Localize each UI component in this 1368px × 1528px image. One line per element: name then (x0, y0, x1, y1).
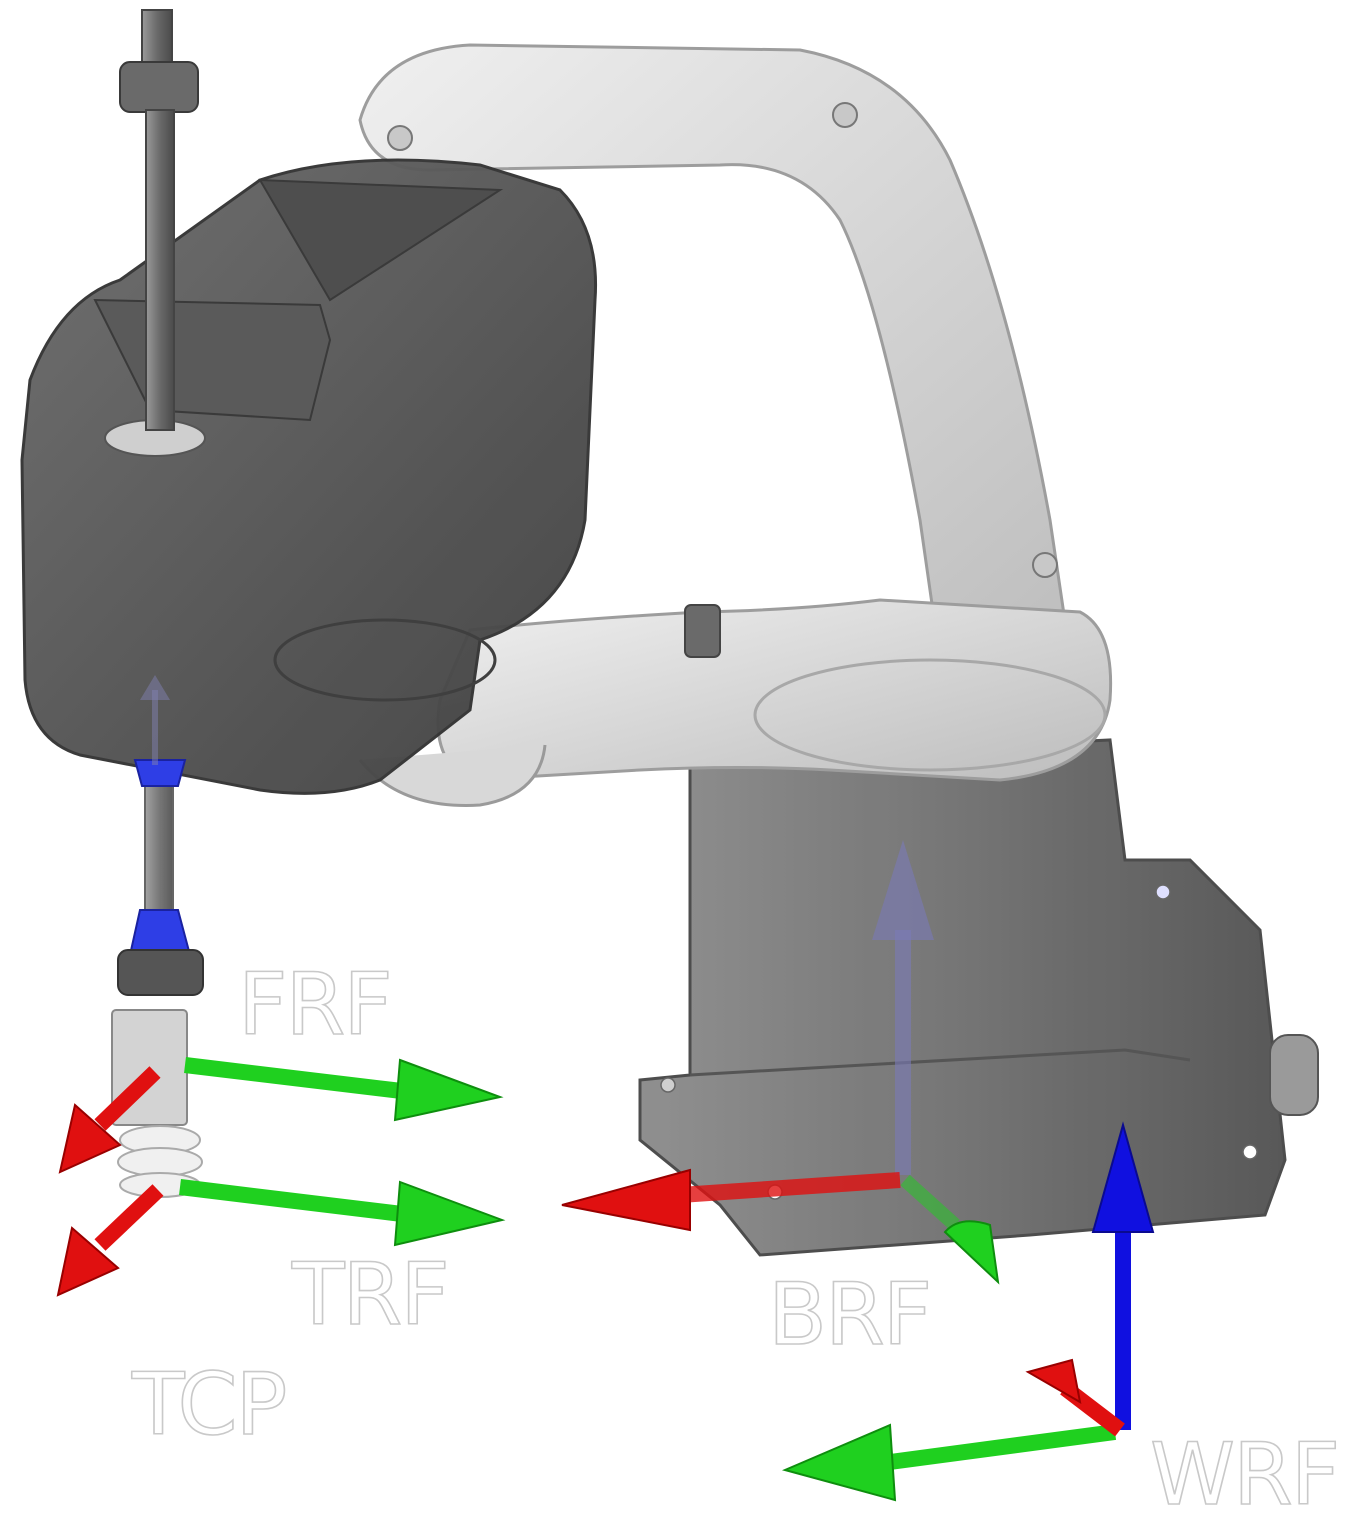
brf-z-arrow (872, 840, 934, 940)
frf-axes (58, 1057, 504, 1174)
trf-x-arrow (56, 1226, 120, 1297)
robot-base (638, 738, 1319, 1257)
wrf-x-arrow (1025, 1358, 1082, 1404)
wrf-label: WRF (1149, 1425, 1341, 1525)
frf-x-arrow (58, 1103, 122, 1174)
brf-axes (561, 840, 1000, 1285)
trf-label: TRF (291, 1245, 450, 1345)
lower-link-arm (358, 598, 1113, 807)
cable-arch (358, 43, 1072, 662)
brf-label: BRF (767, 1265, 933, 1365)
frf-y-arrow (393, 1058, 504, 1122)
trf-y-arrow (393, 1180, 506, 1247)
brf-y-arrow (943, 1220, 1000, 1285)
trf-axes (56, 1179, 506, 1297)
frf-label: FRF (237, 955, 393, 1055)
tcp-label: TCP (131, 1355, 288, 1455)
wrf-z-arrow (1091, 1121, 1155, 1233)
brf-x-arrow (561, 1168, 691, 1232)
wrf-y-arrow (781, 1423, 897, 1502)
wrf-axes (781, 1121, 1155, 1502)
